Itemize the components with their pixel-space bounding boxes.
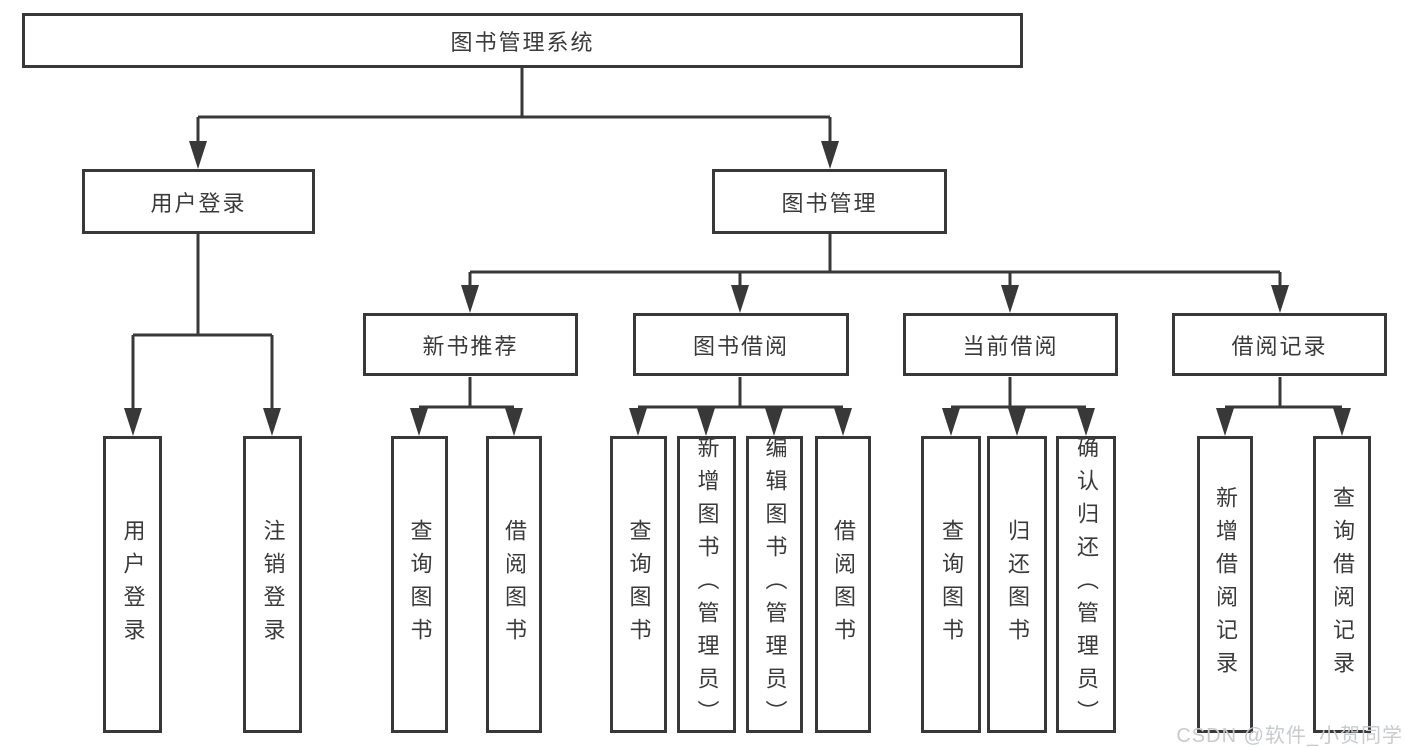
node-borrow-record: 借阅记录: [1172, 313, 1387, 376]
leaf-label: 借阅图书: [502, 518, 527, 651]
leaf-query-book-recommend: 查询图书: [391, 436, 448, 733]
connector-book-borrow-split: [638, 377, 843, 409]
leaf-label: 查询图书: [626, 518, 652, 651]
leaf-user-login: 用户登录: [103, 436, 162, 733]
node-root: 图书管理系统: [22, 13, 1023, 68]
arrowhead-icon: [765, 408, 783, 436]
node-book-borrow-label: 图书借阅: [692, 333, 789, 359]
leaf-edit-book-admin: 编辑图书（管理员）: [746, 436, 803, 733]
leaf-label: 注销登录: [260, 518, 286, 651]
leaf-label: 确认归还（管理员）: [1074, 436, 1099, 733]
arrowhead-icon: [263, 408, 281, 436]
leaf-label: 新增图书（管理员）: [694, 436, 720, 733]
arrowhead-icon: [1216, 408, 1234, 436]
arrowhead-icon: [834, 408, 852, 436]
leaf-return-book: 归还图书: [987, 436, 1047, 733]
arrowhead-icon: [1333, 408, 1351, 436]
leaf-logout: 注销登录: [243, 436, 302, 733]
node-book-management: 图书管理: [712, 169, 947, 234]
arrowhead-icon: [1008, 408, 1026, 436]
arrowhead-icon: [124, 408, 142, 436]
leaf-label: 编辑图书（管理员）: [762, 436, 788, 733]
leaf-label: 用户登录: [120, 518, 146, 651]
connector-root-split: [196, 68, 832, 142]
node-current-borrow-label: 当前借阅: [962, 333, 1059, 359]
leaf-confirm-return-admin: 确认归还（管理员）: [1056, 436, 1116, 733]
node-borrow-record-label: 借阅记录: [1231, 333, 1328, 359]
arrowhead-icon: [731, 285, 749, 313]
leaf-label: 查询图书: [939, 518, 964, 651]
leaf-query-book-borrow: 查询图书: [610, 436, 667, 733]
arrowhead-icon: [629, 408, 647, 436]
watermark-text: CSDN @软件_小贺同学: [1176, 725, 1403, 747]
connector-book-mgmt-split: [468, 234, 1282, 286]
leaf-label: 查询图书: [407, 518, 433, 651]
leaf-add-borrow-record: 新增借阅记录: [1197, 436, 1253, 733]
node-user-login-label: 用户登录: [150, 190, 247, 216]
node-new-book-recommend: 新书推荐: [363, 313, 578, 376]
arrowhead-icon: [697, 408, 715, 436]
node-user-login: 用户登录: [82, 169, 315, 234]
connector-current-borrow-split: [951, 377, 1086, 409]
leaf-label: 查询借阅记录: [1330, 485, 1355, 684]
node-new-book-recommend-label: 新书推荐: [422, 333, 519, 359]
arrowhead-icon: [189, 141, 207, 169]
leaf-borrow-book: 借阅图书: [815, 436, 871, 733]
leaf-borrow-book-recommend: 借阅图书: [486, 436, 542, 733]
leaf-query-book-current: 查询图书: [921, 436, 981, 733]
connector-borrow-record-split: [1225, 377, 1342, 409]
arrowhead-icon: [461, 285, 479, 313]
arrowhead-icon: [1271, 285, 1289, 313]
leaf-label: 新增借阅记录: [1213, 485, 1238, 684]
leaf-label: 归还图书: [1005, 518, 1030, 651]
leaf-query-borrow-record: 查询借阅记录: [1313, 436, 1371, 733]
node-book-management-label: 图书管理: [781, 190, 878, 216]
arrowhead-icon: [505, 408, 523, 436]
arrowhead-icon: [821, 141, 839, 169]
leaf-add-book-admin: 新增图书（管理员）: [677, 436, 736, 733]
node-book-borrow: 图书借阅: [633, 313, 849, 376]
leaf-label: 借阅图书: [831, 518, 856, 651]
node-root-label: 图书管理系统: [450, 29, 595, 55]
arrowhead-icon: [1001, 285, 1019, 313]
arrowhead-icon: [1077, 408, 1095, 436]
arrowhead-icon: [410, 408, 428, 436]
node-current-borrow: 当前借阅: [903, 313, 1118, 376]
connector-new-book-split: [419, 377, 514, 409]
connector-user-login-split: [131, 234, 274, 409]
arrowhead-icon: [942, 408, 960, 436]
